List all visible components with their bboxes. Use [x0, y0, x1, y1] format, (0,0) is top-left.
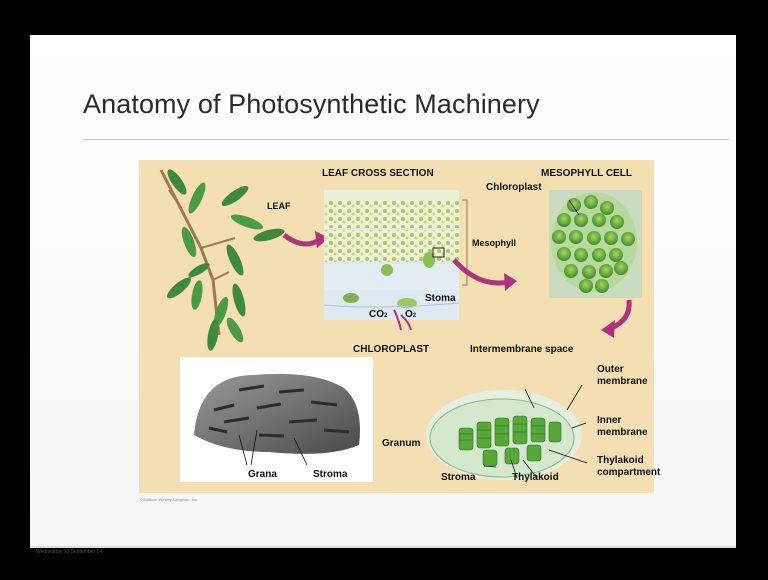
chloroplast-label: Chloroplast [486, 182, 542, 193]
stroma-left-label: Stroma [313, 469, 347, 480]
thylakoid-label: Thylakoid [512, 472, 559, 483]
chloroplast-title: CHLOROPLAST [353, 344, 429, 355]
inner-membrane-label-2: membrane [597, 427, 648, 438]
mesophyll-cell-title: MESOPHYLL CELL [541, 168, 632, 179]
thylakoid-compartment-label-1: Thylakoid [597, 455, 644, 466]
outer-membrane-label-2: membrane [597, 376, 648, 387]
intermembrane-space-label: Intermembrane space [470, 344, 573, 355]
outer-membrane-label-1: Outer [597, 364, 624, 375]
o2-text: O [405, 309, 413, 320]
leaf-to-section-arrow [284, 235, 319, 244]
o2-subscript: 2 [413, 313, 416, 319]
thylakoid-compartment-label-2: compartment [597, 467, 660, 478]
photosynthesis-figure: LEAF LEAF CROSS SECTION Mesophyll Stoma … [139, 160, 654, 493]
leaf-branch-illustration [161, 167, 286, 352]
mesophyll-label: Mesophyll [472, 238, 516, 248]
section-to-cell-arrow [454, 260, 509, 283]
title-divider [83, 139, 729, 140]
leaf-label: LEAF [267, 201, 291, 211]
chloroplast-diagram [426, 385, 587, 480]
leaf-cross-section-title: LEAF CROSS SECTION [322, 168, 434, 179]
mesophyll-cell-illustration [549, 190, 642, 298]
inner-membrane-label-1: Inner [597, 415, 621, 426]
co2-label: CO2 [369, 309, 387, 320]
leaf-cross-section-illustration [324, 190, 459, 330]
chloroplast-micrograph [180, 357, 373, 482]
grana-label: Grana [248, 469, 277, 480]
o2-label: O2 [405, 309, 416, 320]
slide: Anatomy of Photosynthetic Machinery [30, 35, 736, 548]
figure-credit: ©Addison Wesley Longman, Inc. [140, 497, 198, 502]
co2-text: CO [369, 309, 384, 320]
granum-label: Granum [382, 438, 420, 449]
footer-date: Wednesday 10 September 14 [36, 549, 102, 555]
footer-bar [30, 546, 736, 548]
stoma-label: Stoma [425, 293, 456, 304]
slide-title: Anatomy of Photosynthetic Machinery [83, 89, 540, 120]
co2-subscript: 2 [384, 313, 387, 319]
stroma-right-label: Stroma [441, 472, 475, 483]
